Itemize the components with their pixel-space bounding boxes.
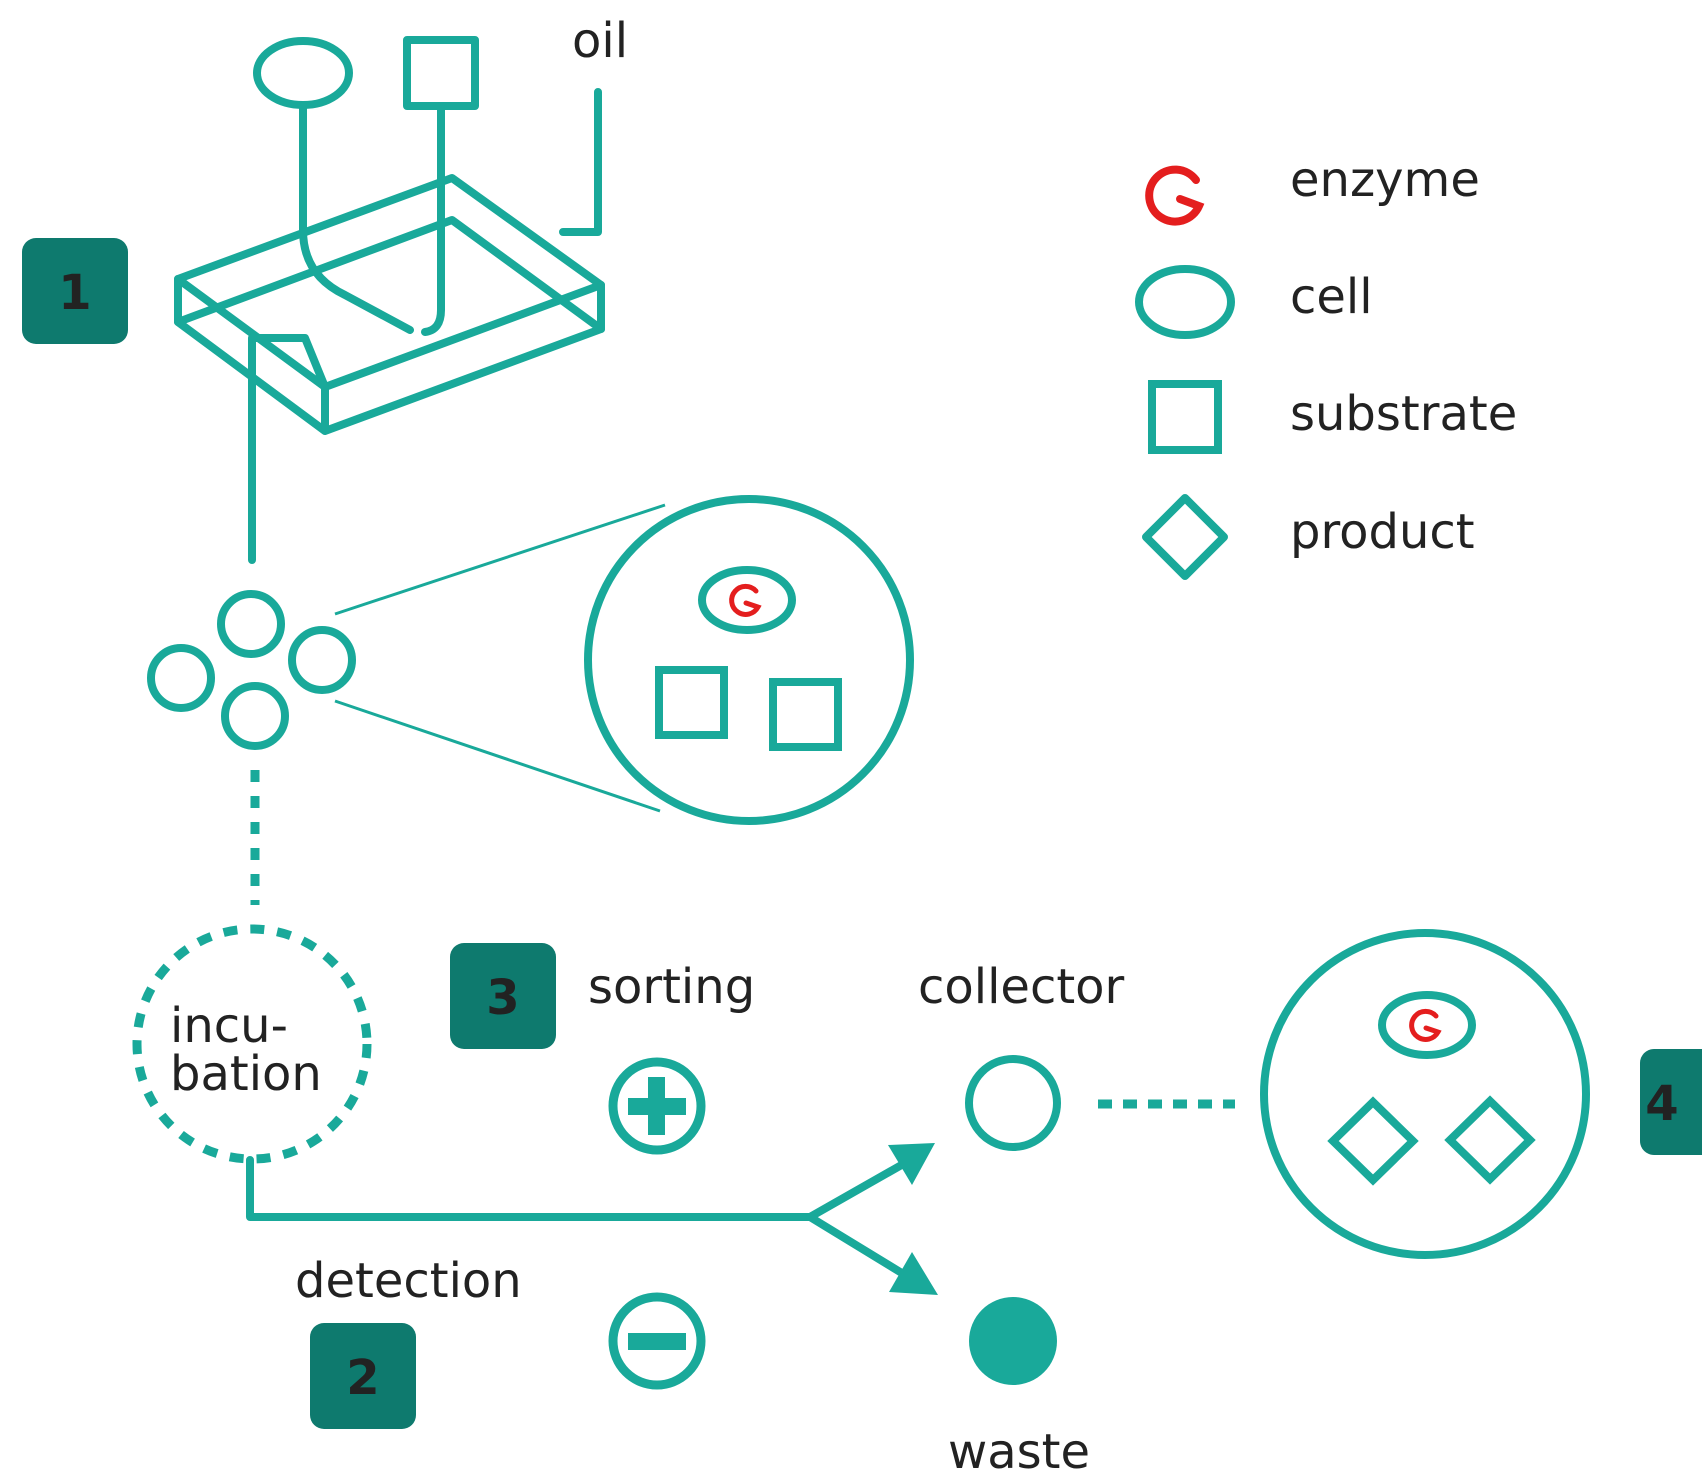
enzyme-icon (1409, 1008, 1442, 1042)
svg-text:1: 1 (58, 265, 91, 321)
cell-in-droplet (1378, 991, 1476, 1059)
product-icon (1142, 494, 1228, 580)
substrate-in-droplet (655, 666, 728, 739)
incubation-label-line2: bation (170, 1046, 322, 1102)
substrate-in-droplet (769, 678, 842, 751)
sort-branch-collector (806, 1159, 909, 1221)
chip-inner-channel-line (174, 216, 605, 333)
plus-icon (608, 1057, 706, 1155)
enzyme-icon (1145, 165, 1205, 226)
collector-node (965, 1055, 1061, 1151)
legend-label: product (1290, 504, 1475, 560)
legend-label: cell (1290, 269, 1373, 325)
droplet (221, 682, 289, 750)
legend-item-substrate: substrate (1148, 380, 1517, 454)
incubation-label-line1: incu- (170, 998, 288, 1054)
sorting-label: sorting (588, 959, 755, 1015)
collector-label: collector (918, 959, 1125, 1015)
waste-label: waste (948, 1424, 1090, 1473)
product-in-droplet (1444, 1095, 1536, 1185)
step-badge-4: 4 (1640, 1049, 1702, 1155)
legend-item-cell: cell (1135, 265, 1373, 339)
svg-text:3: 3 (486, 970, 519, 1026)
droplet (147, 644, 215, 712)
chip-assembly (174, 36, 605, 564)
arrow-to-collector-icon (888, 1143, 935, 1185)
step-badge-1: 1 (22, 238, 128, 344)
droplet-cluster (147, 590, 356, 750)
cell-inlet-reservoir (253, 37, 353, 109)
detection-channel (246, 1156, 909, 1279)
substrate-inlet-reservoir (403, 36, 479, 110)
substrate-icon (1148, 380, 1222, 454)
incubation-node: incu- bation (132, 924, 372, 1164)
waste-node (969, 1297, 1057, 1385)
oil-label: oil (572, 13, 628, 69)
droplet (217, 590, 285, 658)
step-badge-2: 2 (310, 1323, 416, 1429)
svg-text:4: 4 (1645, 1076, 1678, 1132)
detection-label: detection (295, 1253, 522, 1309)
cell-in-droplet (698, 566, 796, 634)
legend: enzyme cell substrate product (1135, 152, 1517, 580)
zoomed-droplet-after (1260, 929, 1590, 1259)
oil-inlet-tube (559, 88, 602, 236)
legend-label: enzyme (1290, 152, 1480, 208)
svg-text:2: 2 (346, 1350, 379, 1406)
legend-item-enzyme: enzyme (1145, 152, 1480, 226)
zoomed-droplet-before (584, 495, 914, 825)
product-in-droplet (1327, 1096, 1419, 1186)
cell-inlet-tube (299, 101, 414, 334)
legend-item-product: product (1142, 494, 1475, 580)
legend-label: substrate (1290, 386, 1517, 442)
droplet (288, 626, 356, 694)
cell-icon (1135, 265, 1235, 339)
step-badge-3: 3 (450, 943, 556, 1049)
sort-branch-waste (806, 1213, 909, 1279)
chip-outlet-tube (248, 334, 329, 564)
arrow-to-waste-icon (889, 1252, 938, 1295)
enzyme-icon (729, 583, 762, 617)
substrate-inlet-tube (421, 102, 445, 336)
minus-icon (608, 1292, 706, 1390)
zoom-lines (334, 503, 666, 813)
